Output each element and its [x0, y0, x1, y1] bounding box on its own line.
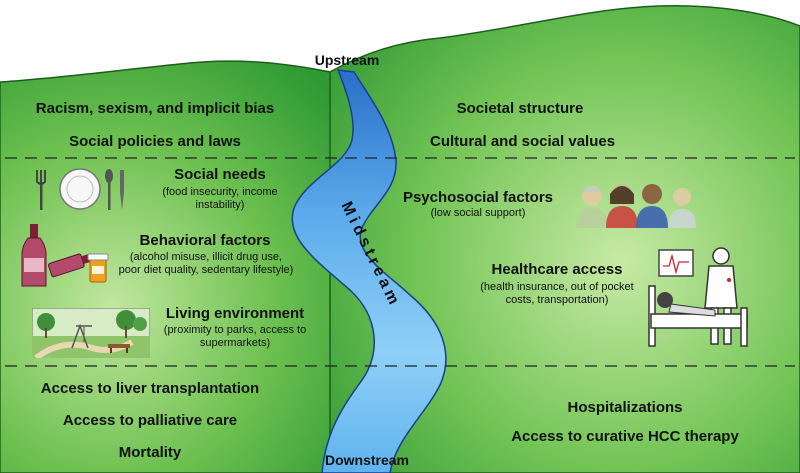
park-playground-icon [32, 308, 150, 358]
healthcare-access-title: Healthcare access [491, 261, 623, 278]
behavioral-factors-detail: (alcohol misuse, illicit drug use, poor … [118, 251, 294, 277]
downstream-label: Downstream [324, 452, 410, 468]
social-needs-title: Social needs [174, 166, 266, 183]
hospital-bed-doctor-icon [648, 247, 748, 347]
behavioral-factors-title: Behavioral factors [139, 232, 271, 249]
upstream-label: Upstream [314, 52, 380, 68]
left-hill [0, 60, 401, 473]
plate-utensils-icon [36, 168, 124, 210]
downstream-right-1: Hospitalizations [567, 399, 683, 416]
living-environment-detail: (proximity to parks, access to supermark… [163, 324, 307, 350]
upstream-left-1: Racism, sexism, and implicit bias [35, 100, 275, 117]
psychosocial-factors-detail: (low social support) [430, 207, 526, 219]
downstream-right-2: Access to curative HCC therapy [511, 428, 739, 445]
upstream-right-1: Societal structure [456, 100, 584, 117]
right-hill [329, 4, 800, 473]
social-needs-detail: (food insecurity, income instability) [162, 186, 278, 212]
healthcare-access-detail: (health insurance, out of pocket costs, … [480, 281, 634, 307]
downstream-left-3: Mortality [118, 444, 182, 461]
living-environment-title: Living environment [165, 305, 305, 322]
downstream-left-1: Access to liver transplantation [40, 380, 260, 397]
downstream-left-2: Access to palliative care [62, 412, 238, 429]
people-group-icon [576, 184, 696, 228]
upstream-right-2: Cultural and social values [430, 133, 616, 150]
upstream-left-2: Social policies and laws [69, 133, 241, 150]
psychosocial-factors-title: Psychosocial factors [402, 189, 554, 206]
wine-bottle-pills-icon [21, 224, 109, 287]
